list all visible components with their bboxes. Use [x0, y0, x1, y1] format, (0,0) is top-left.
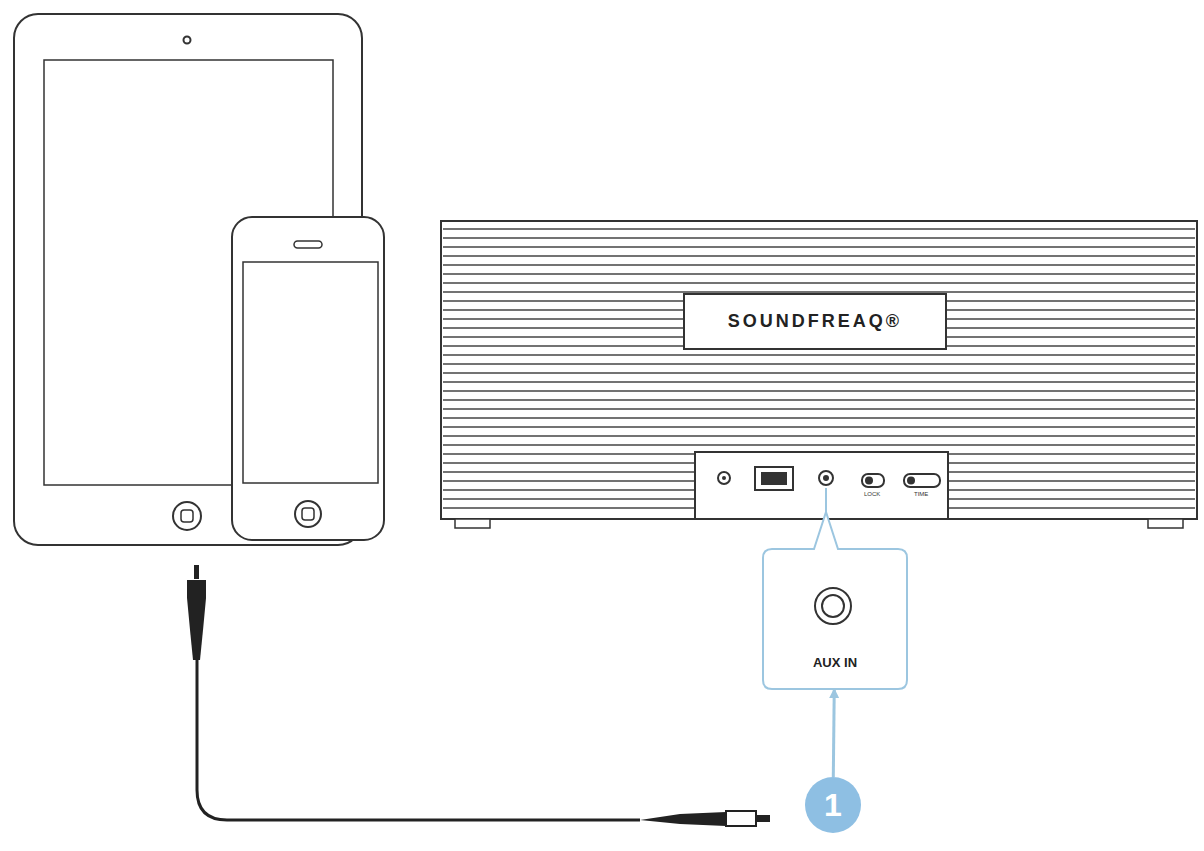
- grille-stripe: [443, 381, 1195, 383]
- grille-stripe: [443, 435, 1195, 437]
- phone-home-button: [295, 501, 321, 527]
- grille-stripe: [443, 246, 1195, 248]
- speaker: [441, 221, 1197, 528]
- leader-arrow: [832, 690, 836, 777]
- grille-stripe: [443, 282, 1195, 284]
- callout-number: 1: [805, 777, 861, 833]
- node-text: 1: [824, 787, 842, 824]
- grille-stripe: [443, 255, 1195, 257]
- pointer-line: [825, 488, 827, 512]
- phone-speaker: [294, 241, 322, 248]
- grille-stripe: [443, 237, 1195, 239]
- logo-box: SOUNDFREAQ®: [683, 293, 947, 350]
- grille-stripe: [443, 417, 1195, 419]
- grille-stripe: [443, 264, 1195, 266]
- grille-stripe: [443, 399, 1195, 401]
- panel-label: TIME: [914, 491, 928, 497]
- phone-body: [232, 217, 384, 540]
- grille-stripe: [443, 444, 1195, 446]
- grille-stripe: [443, 273, 1195, 275]
- grille-stripe: [443, 363, 1195, 365]
- grille-stripe: [443, 372, 1195, 374]
- callout-box: AUX IN: [762, 548, 908, 690]
- audio-cable: [187, 565, 770, 826]
- tablet-home-icon: [181, 510, 193, 522]
- grille-stripe: [443, 426, 1195, 428]
- tablet-home-button: [173, 502, 201, 530]
- tablet-camera: [184, 37, 191, 44]
- phone-home-icon: [302, 508, 314, 520]
- node-text: AUX IN: [813, 655, 857, 670]
- grille-stripe: [443, 408, 1195, 410]
- grille-stripe: [443, 390, 1195, 392]
- panel-label: LOCK: [864, 491, 880, 497]
- phone-screen: [243, 262, 378, 483]
- node-text: SOUNDFREAQ®: [728, 311, 902, 332]
- grille-stripe: [443, 354, 1195, 356]
- grille-stripe: [443, 228, 1195, 230]
